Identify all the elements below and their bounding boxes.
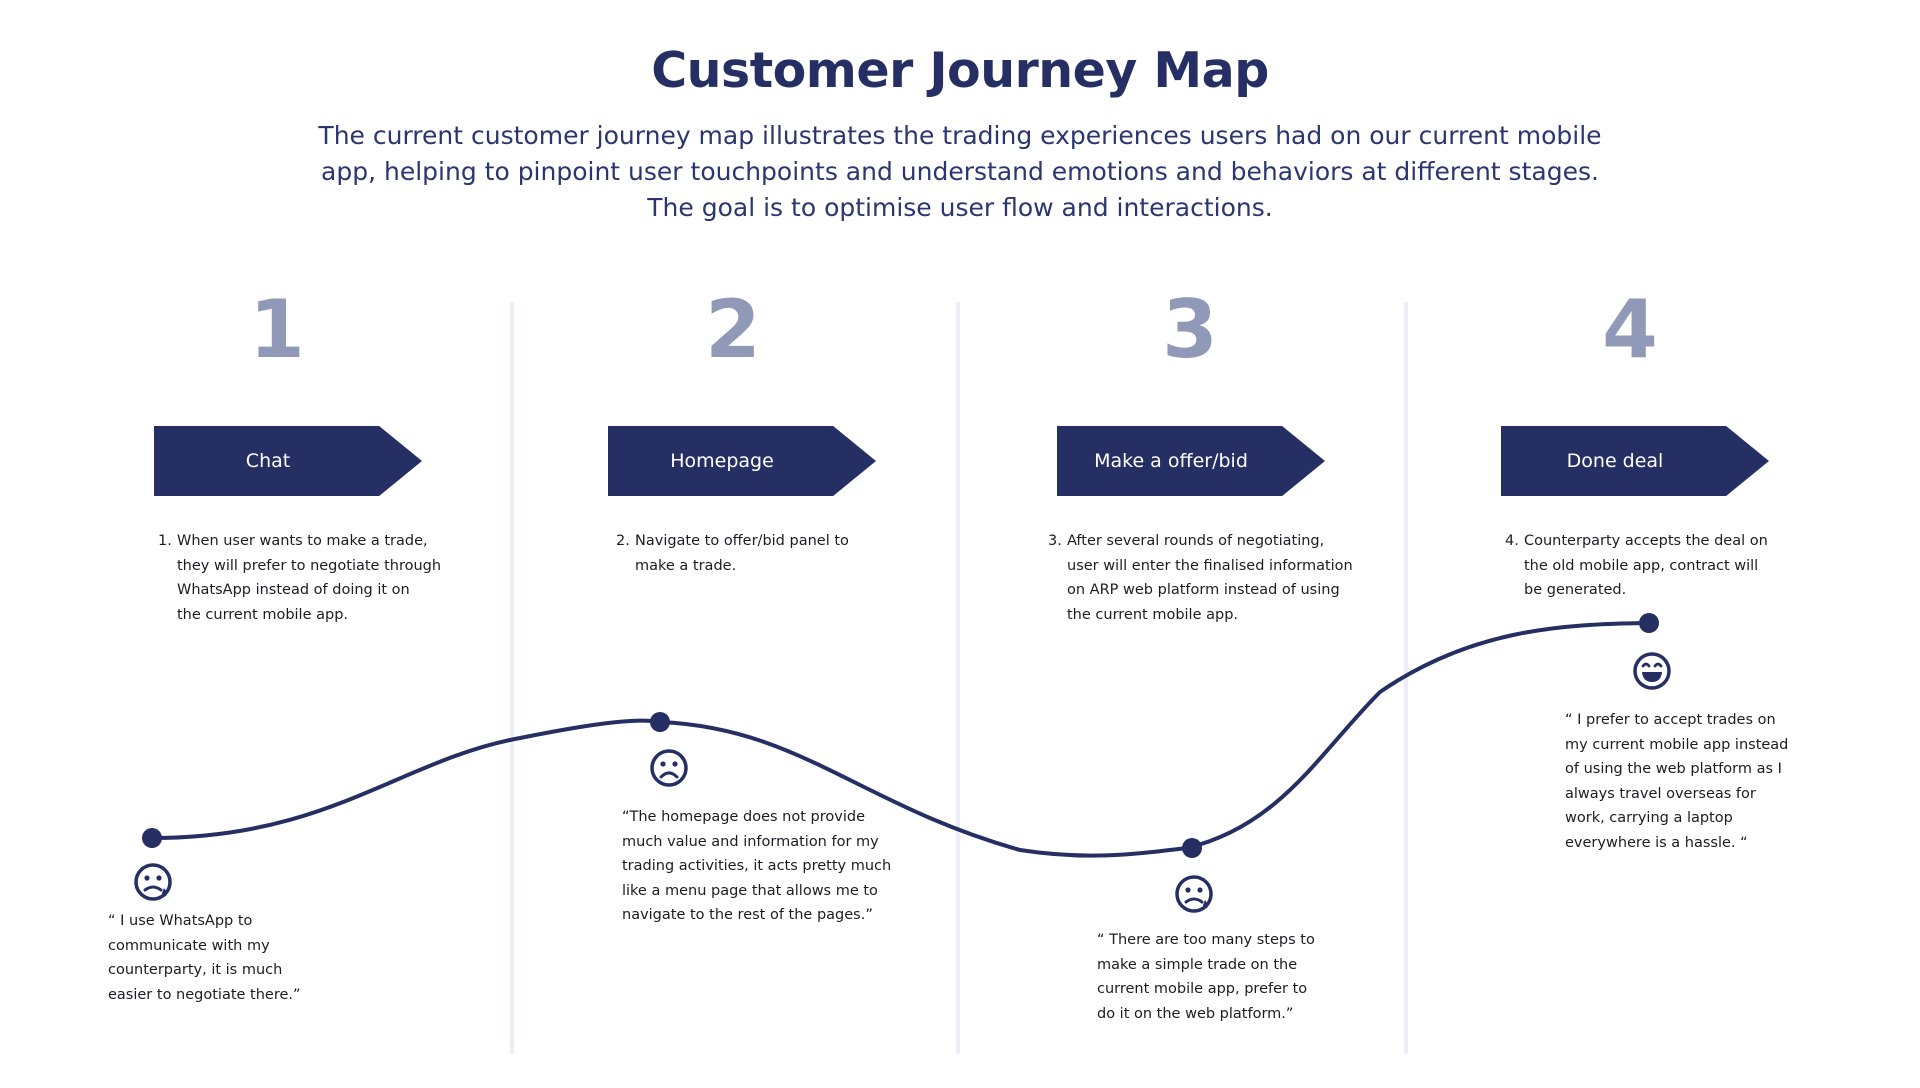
- quote-line: much value and information for my: [622, 833, 879, 850]
- user-quote-2: “The homepage does not provide much valu…: [622, 805, 891, 928]
- step-number: 4.: [1505, 533, 1519, 549]
- sad-sweat-face-icon: [1175, 875, 1213, 913]
- emotion-point-3: [1182, 838, 1202, 858]
- step-number: 3.: [1048, 533, 1062, 549]
- quote-line: everywhere is a hassle. “: [1565, 834, 1748, 851]
- quote-line: my current mobile app instead: [1565, 736, 1789, 753]
- quote-line: like a menu page that allows me to: [622, 882, 878, 899]
- stage-description-3: 3. After several rounds of negotiating, …: [1048, 529, 1353, 627]
- stage-number-2: 2: [705, 283, 761, 376]
- quote-line: make a simple trade on the: [1097, 956, 1298, 973]
- step-line: user will enter the finalised informatio…: [1067, 557, 1353, 574]
- stage-number-1: 1: [249, 283, 305, 376]
- emotion-point-2: [650, 712, 670, 732]
- quote-line: navigate to the rest of the pages.”: [622, 907, 873, 923]
- quote-line: do it on the web platform.”: [1097, 1005, 1294, 1022]
- step-line: Navigate to offer/bid panel to: [635, 533, 849, 549]
- description-line: app, helping to pinpoint user touchpoint…: [321, 157, 1599, 186]
- stage-number-4: 4: [1602, 283, 1658, 376]
- user-quote-4: “ I prefer to accept trades on my curren…: [1565, 708, 1788, 855]
- stage-banner-label: Chat: [245, 450, 291, 472]
- quote-line: “ I use WhatsApp to: [108, 913, 253, 929]
- quote-line: easier to negotiate there.”: [108, 986, 301, 1003]
- stage-divider: [956, 302, 960, 1054]
- step-line: the old mobile app, contract will: [1524, 557, 1759, 574]
- sad-sweat-face-icon: [134, 863, 172, 901]
- stage-description-1: 1. When user wants to make a trade, they…: [158, 529, 442, 627]
- step-line: the current mobile app.: [1067, 606, 1239, 623]
- stage-divider: [510, 302, 514, 1054]
- description-line: The goal is to optimise user flow and in…: [647, 193, 1273, 222]
- frowning-face-icon: [650, 749, 688, 787]
- step-line: the current mobile app.: [177, 606, 349, 623]
- step-line: After several rounds of negotiating,: [1067, 533, 1325, 549]
- stage-divider: [1404, 302, 1408, 1054]
- quote-line: communicate with my: [108, 937, 270, 954]
- emotion-point-4: [1639, 613, 1659, 633]
- grinning-face-icon: [1633, 652, 1671, 690]
- page-description: The current customer journey map illustr…: [300, 118, 1620, 226]
- step-line: WhatsApp instead of doing it on: [177, 582, 410, 598]
- emotion-point-1: [142, 828, 162, 848]
- step-number: 2.: [616, 533, 630, 549]
- step-number: 1.: [158, 533, 172, 549]
- user-quote-1: “ I use WhatsApp to communicate with my …: [108, 909, 301, 1007]
- quote-line: counterparty, it is much: [108, 962, 283, 978]
- page-title: Customer Journey Map: [651, 42, 1269, 99]
- stage-banner-chat: Chat: [154, 426, 422, 496]
- step-line: Counterparty accepts the deal on: [1524, 533, 1768, 549]
- quote-line: work, carrying a laptop: [1565, 810, 1733, 826]
- stage-description-2: 2. Navigate to offer/bid panel to make a…: [616, 529, 849, 578]
- step-line: be generated.: [1524, 582, 1627, 598]
- quote-line: current mobile app, prefer to: [1097, 981, 1308, 997]
- user-quote-3: “ There are too many steps to make a sim…: [1097, 928, 1315, 1026]
- stage-description-4: 4. Counterparty accepts the deal on the …: [1505, 529, 1768, 603]
- stage-banner-homepage: Homepage: [608, 426, 876, 496]
- emotion-curve-line: [150, 621, 1651, 858]
- quote-line: “The homepage does not provide: [622, 809, 865, 825]
- stage-banner-label: Homepage: [670, 450, 774, 472]
- stage-number-3: 3: [1162, 283, 1218, 376]
- step-line: on ARP web platform instead of using: [1067, 582, 1340, 598]
- quote-line: trading activities, it acts pretty much: [622, 858, 892, 874]
- quote-line: always travel overseas for: [1565, 785, 1756, 802]
- stage-banner-label: Done deal: [1566, 450, 1664, 472]
- stage-banner-label: Make a offer/bid: [1094, 450, 1248, 472]
- description-line: The current customer journey map illustr…: [318, 121, 1602, 150]
- step-line: make a trade.: [635, 557, 737, 574]
- stage-banner-make-offer: Make a offer/bid: [1057, 426, 1325, 496]
- step-line: they will prefer to negotiate through: [177, 557, 442, 574]
- stage-banner-done-deal: Done deal: [1501, 426, 1769, 496]
- quote-line: “ I prefer to accept trades on: [1565, 712, 1776, 728]
- quote-line: “ There are too many steps to: [1097, 932, 1315, 948]
- quote-line: of using the web platform as I: [1565, 761, 1782, 777]
- step-line: When user wants to make a trade,: [177, 533, 428, 549]
